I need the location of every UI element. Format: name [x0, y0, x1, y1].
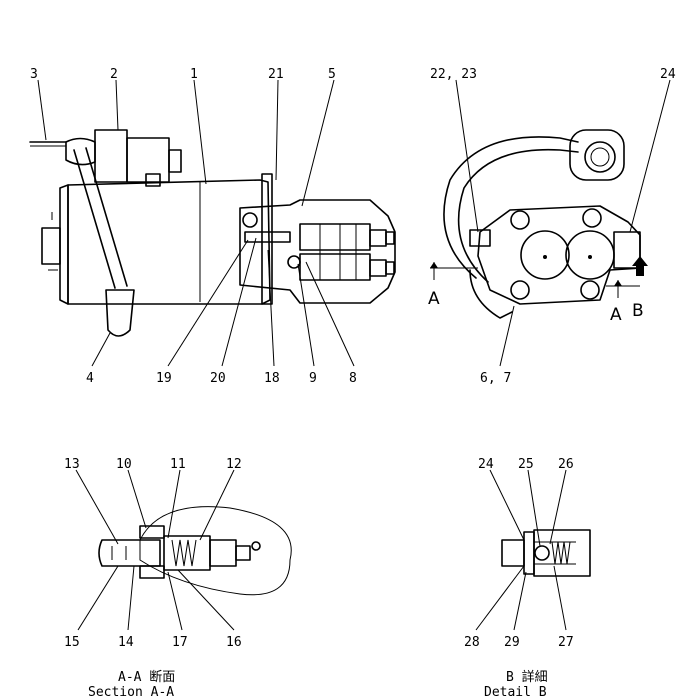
callout-1: 1	[190, 67, 198, 82]
main-leaders	[37, 79, 355, 367]
section-mark-a-right: A	[610, 305, 622, 325]
callout-17: 17	[172, 635, 188, 650]
main-callouts: 3 2 1 21 5 4 19 20 18 9 8	[30, 67, 357, 386]
front-flange	[239, 173, 396, 305]
elbow-fitting	[569, 129, 625, 181]
view-mark-b: B	[632, 301, 644, 321]
solenoid	[65, 129, 182, 187]
callout-10: 10	[116, 457, 132, 472]
callout-11: 11	[170, 457, 186, 472]
callout-19: 19	[156, 371, 172, 386]
callout-5: 5	[328, 67, 336, 82]
callout-6-7: 6, 7	[480, 371, 511, 386]
section-aa-leaders	[75, 469, 235, 631]
valve-bodies	[299, 223, 395, 281]
callout-27: 27	[558, 635, 574, 650]
callout-3: 3	[30, 67, 38, 82]
section-mark-a-left: A	[428, 289, 440, 309]
detail-b-leaders	[475, 469, 567, 631]
callout-2: 2	[110, 67, 118, 82]
section-markers	[430, 256, 648, 298]
valve-assembly	[98, 525, 261, 579]
section-aa-caption: Section A-A	[88, 685, 174, 700]
side-view: 22, 23 24 6, 7 A A B	[428, 67, 676, 386]
callout-28: 28	[464, 635, 480, 650]
pipe-loop	[443, 136, 579, 319]
section-aa-callouts: 13 10 11 12 15 14 17 16	[64, 457, 242, 650]
callout-12: 12	[226, 457, 242, 472]
view-arrow-b	[632, 256, 648, 276]
callout-22-23: 22, 23	[430, 67, 477, 82]
callout-16: 16	[226, 635, 242, 650]
detail-b: 24 25 26 28 29 27 B 詳細 Detail B	[464, 457, 591, 700]
side-callouts: 22, 23 24 6, 7 A A B	[428, 67, 676, 386]
callout-15: 15	[64, 635, 80, 650]
side-leaders	[430, 79, 671, 367]
callout-24: 24	[660, 67, 676, 82]
section-aa: 13 10 11 12 15 14 17 16 A-A 断面 Section A…	[64, 457, 292, 700]
cable	[73, 147, 135, 337]
callout-21: 21	[268, 67, 284, 82]
lead-wire	[29, 141, 67, 147]
detail-b-caption-native: B 詳細	[506, 669, 548, 685]
callout-8: 8	[349, 371, 357, 386]
callout-9: 9	[309, 371, 317, 386]
motor-housing	[41, 179, 271, 305]
callout-14: 14	[118, 635, 134, 650]
callout-29: 29	[504, 635, 520, 650]
callout-24-detail: 24	[478, 457, 494, 472]
detail-b-callouts: 24 25 26 28 29 27	[464, 457, 574, 650]
callout-13: 13	[64, 457, 80, 472]
callout-25: 25	[518, 457, 534, 472]
fitting-detail	[501, 529, 591, 577]
callout-20: 20	[210, 371, 226, 386]
callout-26: 26	[558, 457, 574, 472]
detail-b-caption: Detail B	[484, 685, 547, 700]
pump-body	[469, 205, 641, 305]
callout-4: 4	[86, 371, 94, 386]
callout-18: 18	[264, 371, 280, 386]
section-aa-caption-native: A-A 断面	[118, 670, 175, 685]
main-view: 3 2 1 21 5 4 19 20 18 9 8	[29, 67, 396, 386]
